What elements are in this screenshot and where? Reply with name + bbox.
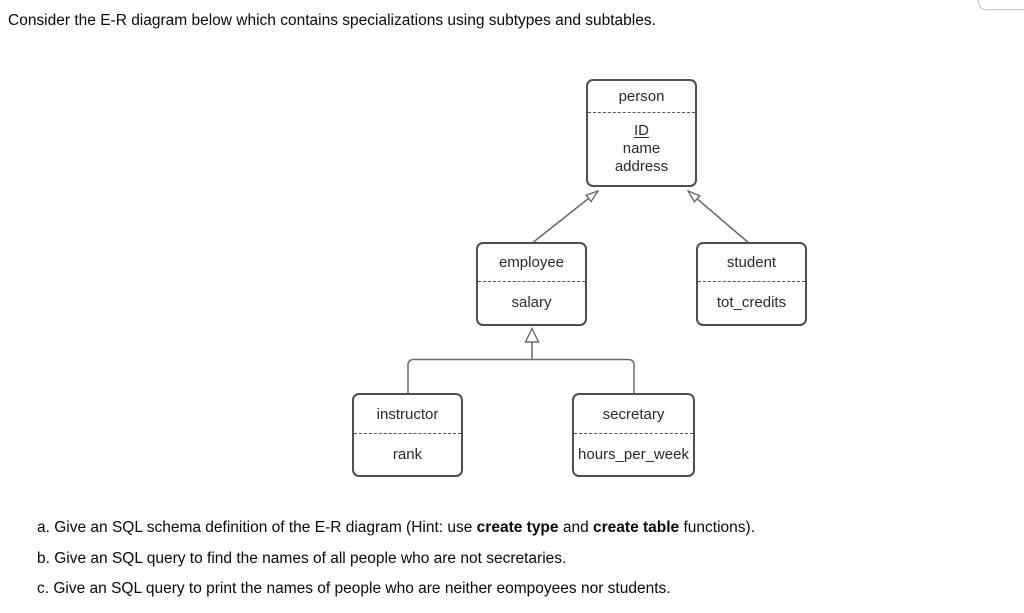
attribute-rank: rank (392, 445, 423, 463)
entity-student: student tot_credits (696, 242, 807, 326)
entity-student-attrs: tot_credits (698, 282, 805, 324)
question-a: a. Give an SQL schema definition of the … (37, 519, 755, 537)
isa-line-student-person (688, 191, 751, 245)
entity-secretary-title: secretary (574, 395, 693, 434)
question-b-text: Give an SQL query to find the names of a… (49, 549, 567, 567)
attribute-salary: salary (511, 294, 552, 311)
question-list: a. Give an SQL schema definition of the … (37, 519, 755, 611)
question-c-text: Give an SQL query to print the names of … (49, 580, 671, 597)
isa-arrowhead-employee-subtables (524, 326, 540, 343)
question-c-label: c. (37, 580, 50, 597)
question-b-label: b. (37, 549, 50, 567)
isa-bracket-instructor-secretary (407, 358, 635, 394)
attribute-name: name (622, 140, 661, 157)
question-a-bold-1: create type (476, 519, 559, 536)
entity-secretary: secretary hours_per_week (572, 393, 695, 477)
truncated-button[interactable] (978, 0, 1024, 10)
entity-employee-attrs: salary (478, 282, 585, 324)
entity-instructor-title: instructor (354, 395, 461, 434)
entity-secretary-attrs: hours_per_week (574, 434, 693, 475)
entity-instructor: instructor rank (352, 393, 463, 477)
isa-line-employee-person (530, 191, 598, 245)
question-a-text-2: and (558, 519, 594, 536)
entity-person-title: person (588, 81, 695, 113)
question-c: c. Give an SQL query to print the names … (37, 580, 755, 598)
entity-person: person ID name address (586, 79, 697, 187)
question-a-text-3: functions). (679, 519, 755, 536)
question-b: b. Give an SQL query to find the names o… (37, 550, 755, 568)
entity-instructor-attrs: rank (354, 434, 461, 475)
question-a-text-1: Give an SQL schema definition of the E-R… (49, 519, 477, 536)
question-a-bold-2: create table (593, 519, 680, 536)
attribute-id: ID (634, 122, 649, 139)
entity-person-attrs: ID name address (588, 113, 695, 185)
attribute-tot-credits: tot_credits (716, 294, 787, 311)
question-a-label: a. (37, 519, 50, 536)
question-intro: Consider the E-R diagram below which con… (8, 12, 656, 29)
attribute-hours-per-week: hours_per_week (578, 445, 689, 463)
attribute-address: address (614, 158, 669, 175)
entity-employee: employee salary (476, 242, 587, 326)
entity-employee-title: employee (478, 244, 585, 282)
entity-student-title: student (698, 244, 805, 282)
